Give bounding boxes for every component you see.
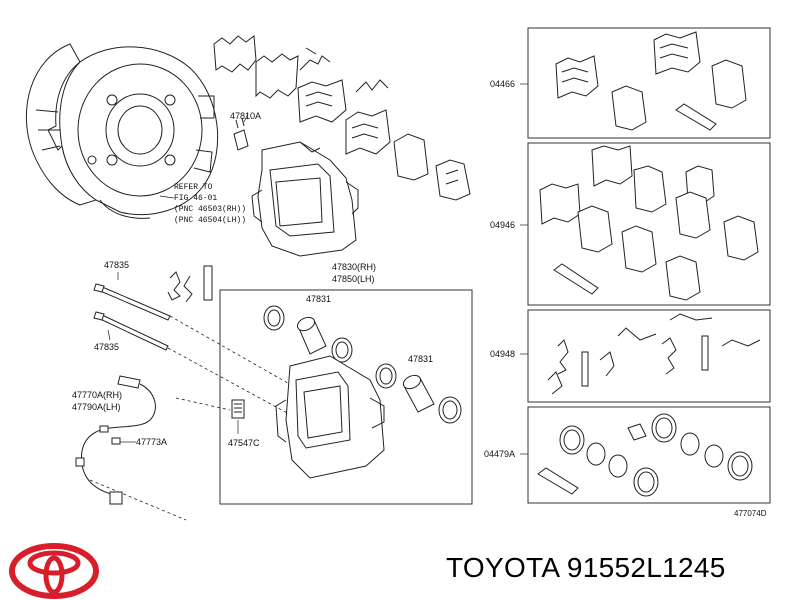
refer-line-3: (PNC 46503(RH)) [174, 205, 246, 214]
dust-shield-part [25, 43, 219, 219]
pad-clip-part [167, 265, 213, 303]
label-47835-top: 47835 [104, 260, 129, 270]
label-47773a: 47773A [136, 437, 167, 447]
label-47831-right: 47831 [408, 354, 433, 364]
diagram-id-label: 477074D [734, 509, 767, 518]
label-kit-04948: 04948 [490, 349, 515, 359]
kit-frame-04948 [527, 309, 771, 403]
bleeder-screw-part [233, 117, 249, 151]
piston-part-right [402, 374, 435, 413]
kit-frame-04479a [527, 406, 771, 504]
piston-part-left [296, 316, 327, 355]
label-47810a: 47810A [230, 111, 261, 121]
refer-line-4: (PNC 46504(LH)) [174, 216, 246, 225]
kit-04479a-contents [537, 413, 753, 497]
kit-04946-contents [539, 145, 759, 301]
caliper-body-frame [219, 289, 473, 505]
caliper-housing-part [275, 355, 385, 479]
pad-wear-sensor-part [75, 375, 156, 505]
caliper-bracket-part [251, 141, 359, 257]
label-47770a-rh: 47770A(RH) [72, 390, 122, 400]
part-caption: TOYOTA 91552L1245 [446, 552, 726, 584]
guide-pin-part-top [93, 283, 171, 321]
refer-leader-line [159, 195, 175, 199]
part-number: 91552L1245 [566, 552, 726, 583]
label-kit-04946: 04946 [490, 220, 515, 230]
guide-dash-4 [89, 479, 187, 521]
dust-boot-part-left [331, 337, 353, 363]
kit-frame-04946 [527, 142, 771, 306]
refer-line-1: REFER TO [174, 183, 213, 192]
label-47790a-lh: 47790A(LH) [72, 402, 121, 412]
pin-bottom-leader [107, 329, 111, 341]
guide-dash-3 [175, 397, 231, 411]
refer-line-2: FIG 46-01 [174, 194, 217, 203]
kit-04466-contents [555, 31, 747, 131]
piston-seal-part-left [263, 305, 285, 331]
dust-boot-part-right [438, 396, 462, 424]
kit-frame-04466 [527, 27, 771, 139]
piston-seal-part-right [375, 363, 397, 389]
pad-shim-group-top [213, 35, 471, 201]
label-47831-left: 47831 [306, 294, 331, 304]
label-47830-rh: 47830(RH) [332, 262, 376, 272]
bleeder-leader-line [243, 113, 249, 123]
kit-04948-contents [547, 313, 761, 395]
guide-dash-2 [167, 347, 301, 421]
toyota-emblem-icon [9, 543, 99, 599]
label-kit-04466: 04466 [490, 79, 515, 89]
guide-dash-1 [169, 315, 301, 391]
label-47850-lh: 47850(LH) [332, 274, 375, 284]
bleeder-plug-part [231, 399, 245, 419]
label-kit-04479a: 04479A [484, 449, 515, 459]
refer-to-note: REFER TO FIG 46-01 (PNC 46503(RH)) (PNC … [174, 183, 246, 225]
guide-pin-part-bottom [93, 311, 169, 351]
label-47547c: 47547C [228, 438, 260, 448]
brand-name: TOYOTA [446, 552, 559, 583]
label-47835-bottom: 47835 [94, 342, 119, 352]
